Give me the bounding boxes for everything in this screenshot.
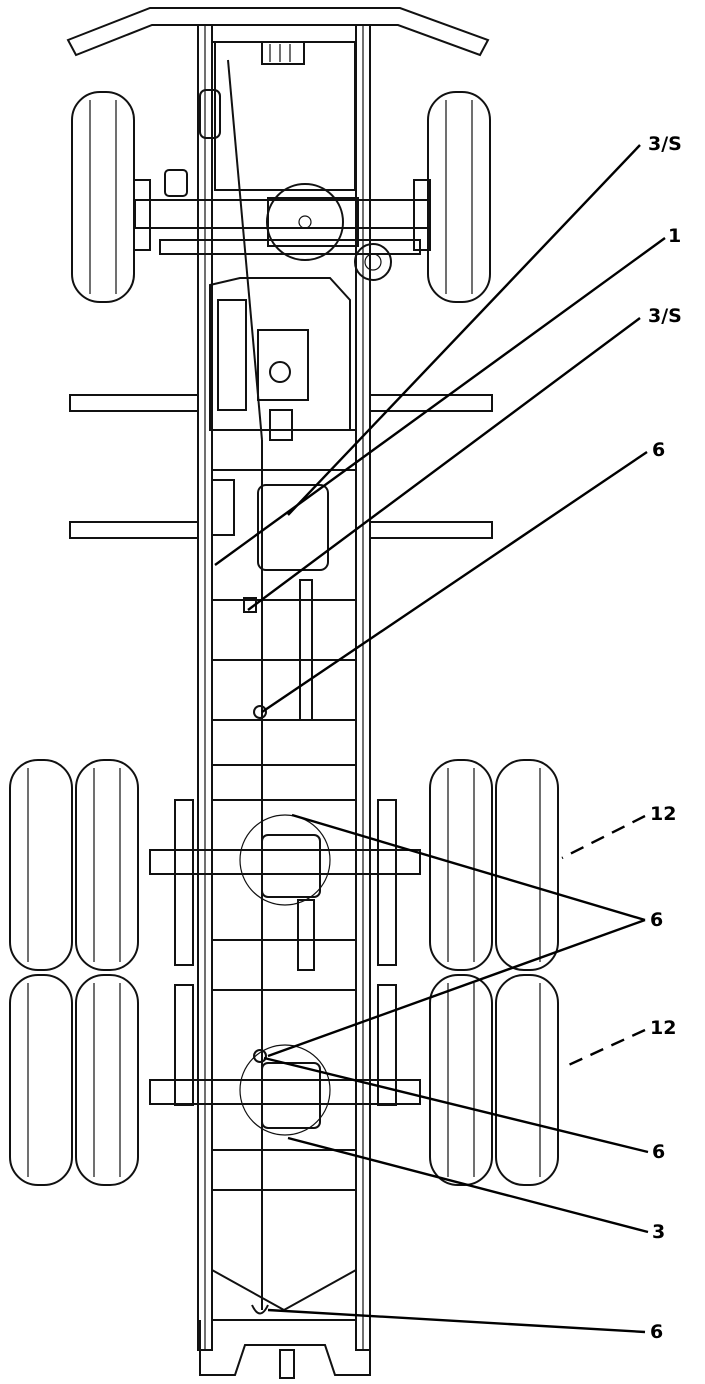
rear-left-dual-wheels-rear <box>9 974 139 1186</box>
callout-label: 3/S <box>648 305 682 327</box>
center-cable <box>243 440 295 1379</box>
transmission-area <box>69 277 493 571</box>
rear-left-dual-wheels-forward <box>9 759 139 971</box>
callout-label: 3/S <box>648 133 682 155</box>
engine-block <box>164 41 356 441</box>
callout-label: 6 <box>652 439 665 461</box>
forward-rear-axle <box>149 799 421 966</box>
front-right-wheel <box>413 91 491 303</box>
front-axle <box>134 183 431 281</box>
callout-label: 1 <box>668 225 681 247</box>
callout-label: 12 <box>650 803 676 825</box>
leader-lines <box>214 144 666 1334</box>
rear-axle <box>149 984 421 1136</box>
callout-label: 12 <box>650 1017 676 1039</box>
rear-right-dual-wheels-forward <box>429 759 559 971</box>
front-left-wheel <box>71 91 151 303</box>
callout-labels: 3/S 1 3/S 6 12 6 12 6 3 6 <box>648 133 682 1343</box>
callout-label: 3 <box>652 1221 665 1243</box>
callout-label: 6 <box>650 1321 663 1343</box>
rear-right-dual-wheels-rear <box>429 974 559 1186</box>
front-bumper <box>66 7 490 57</box>
propeller-shaft <box>297 579 315 971</box>
callout-label: 6 <box>650 909 663 931</box>
callout-label: 6 <box>652 1141 665 1163</box>
